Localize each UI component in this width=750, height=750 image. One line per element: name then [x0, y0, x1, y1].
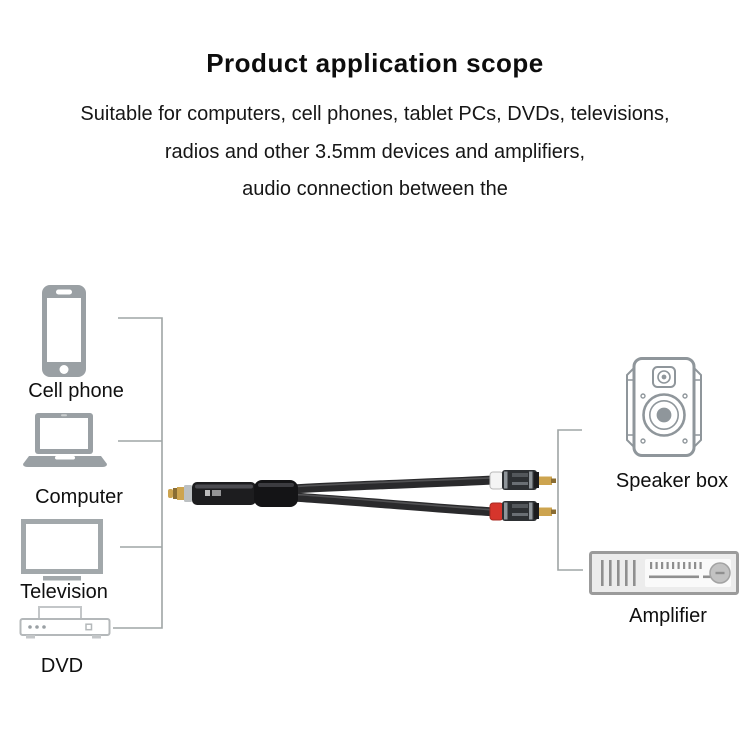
cell-phone-icon — [42, 285, 86, 377]
subtitle-line-2: radios and other 3.5mm devices and ampli… — [164, 140, 586, 163]
subtitle-line-1: Suitable for computers, cell phones, tab… — [80, 103, 670, 125]
laptop-icon — [23, 413, 107, 467]
rca-plug-white — [489, 470, 556, 490]
speaker-box-icon — [626, 357, 702, 457]
page-subtitle: Suitable for computers, cell phones, tab… — [0, 96, 750, 209]
right-bracket-lines — [557, 429, 583, 571]
television-icon — [21, 519, 103, 581]
jack-3-5mm-plug — [168, 480, 298, 507]
rca-plug-red — [489, 501, 556, 521]
dvd-player-icon — [19, 606, 111, 639]
subtitle-line-3: audio connection between the — [242, 178, 508, 200]
device-label-television: Television — [20, 581, 108, 603]
device-label-amplifier: Amplifier — [629, 605, 707, 627]
device-label-cell-phone: Cell phone — [28, 380, 124, 402]
device-label-speaker-box: Speaker box — [615, 470, 729, 492]
audio-cable-graphic — [168, 470, 556, 521]
page-title: Product application scope — [206, 48, 544, 78]
device-label-dvd: DVD — [40, 655, 84, 677]
amplifier-icon — [589, 551, 739, 595]
left-bracket-lines — [113, 317, 163, 629]
device-label-computer: Computer — [35, 486, 123, 508]
